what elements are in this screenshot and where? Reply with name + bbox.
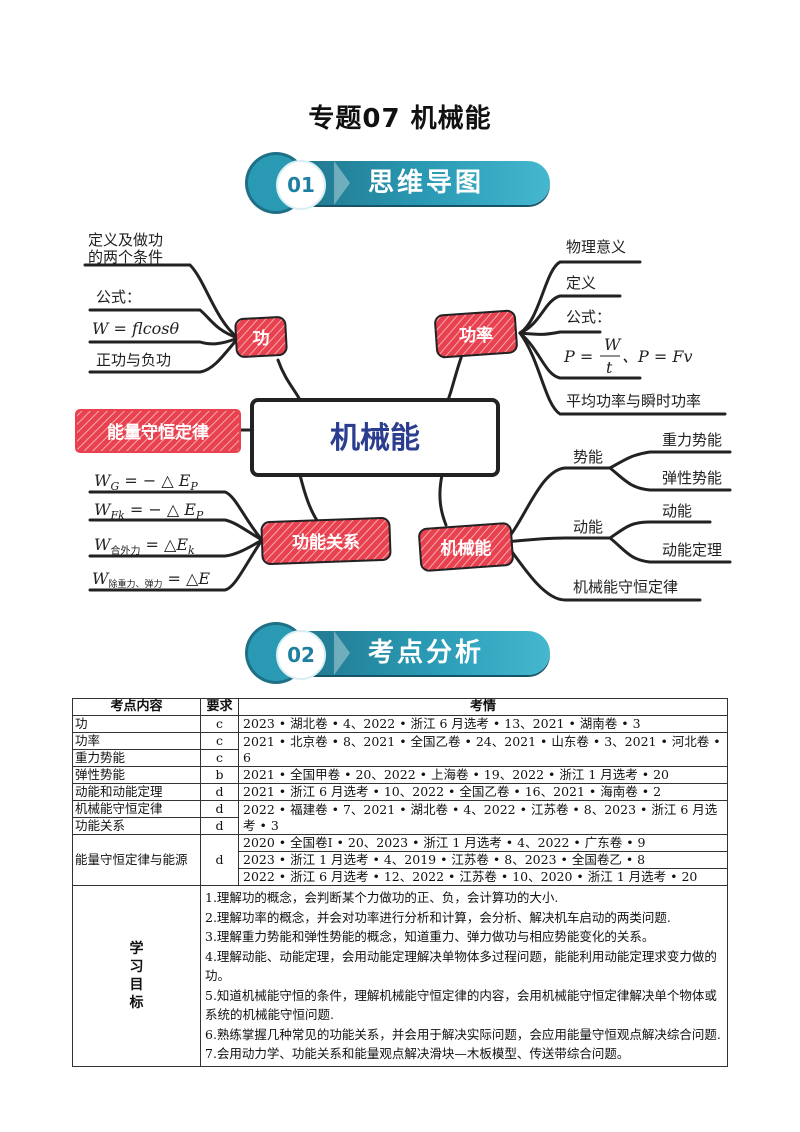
section-banner-mindmap: 01 思维导图 bbox=[248, 155, 552, 211]
goal-item: 6.熟练掌握几种常见的功能关系，并会用于解决实际问题，会应用能量守恒观点解决综合… bbox=[205, 1026, 721, 1042]
section-label: 思维导图 bbox=[368, 168, 485, 198]
leaf-gong-def1: 定义及做功 bbox=[88, 231, 163, 249]
goal-item: 7.会用动力学、功能关系和能量观点解决滑块—木板模型、传送带综合问题。 bbox=[205, 1046, 630, 1061]
cell-content: 能量守恒定律与能源 bbox=[72, 834, 201, 886]
leaf-gongneng-formula-1: WG = − △ EP bbox=[94, 471, 198, 493]
leaf-gongneng-formula-3: W合外力 = △Ek bbox=[94, 535, 195, 557]
goals-header: 学习目标 bbox=[129, 940, 144, 1011]
cell-info: 2020 • 全国卷Ⅰ • 20、2023 • 浙江 1 月选考 • 4、202… bbox=[238, 834, 728, 852]
page-title: 专题07 机械能 bbox=[308, 104, 492, 134]
exam-analysis-table: 考点内容 要求 考情 功 c 2023 • 湖北卷 • 4、2022 • 浙江 … bbox=[72, 698, 728, 1067]
node-gongneng-label: 功能关系 bbox=[292, 532, 360, 553]
section-number: 01 bbox=[276, 160, 326, 210]
goal-item: 3.理解重力势能和弹性势能的概念，知道重力、弹力做功与相应势能变化的关系。 bbox=[205, 929, 655, 944]
svg-text:W合外力 = △Ek: W合外力 = △Ek bbox=[94, 535, 195, 557]
table-row: 2022 • 浙江 6 月选考 • 12、2022 • 江苏卷 • 10、202… bbox=[73, 868, 728, 886]
leaf-gong-formula-label: 公式： bbox=[96, 288, 141, 306]
leaf-gonglv-formula-den: t bbox=[606, 358, 613, 377]
leaf-tanxing-shineng: 弹性势能 bbox=[662, 469, 722, 487]
leaf-gong-def2: 的两个条件 bbox=[88, 248, 163, 266]
goals-cell: 1.理解功的概念，会判断某个力做功的正、负，会计算功的大小. 2.理解功率的概念… bbox=[200, 885, 728, 1067]
cell-info: 2023 • 湖北卷 • 4、2022 • 浙江 6 月选考 • 13、2021… bbox=[238, 715, 728, 733]
table-row: 功能关系 d bbox=[72, 817, 728, 835]
section-banner-analysis: 02 考点分析 bbox=[248, 625, 552, 681]
node-nengliang-label: 能量守恒定律 bbox=[107, 422, 209, 443]
cell-req: c bbox=[200, 732, 239, 750]
leaf-zhongli-shineng: 重力势能 bbox=[662, 431, 722, 449]
cell-req: d bbox=[200, 783, 239, 801]
leaf-shouheng: 机械能守恒定律 bbox=[573, 578, 678, 596]
svg-text:WG = − △ EP: WG = − △ EP bbox=[94, 471, 198, 493]
leaf-gonglv-def: 定义 bbox=[566, 274, 596, 292]
leaf-dongneng-item: 动能 bbox=[662, 502, 692, 520]
leaf-gong-formula: W = flcosθ bbox=[92, 319, 180, 338]
cell-info: 2022 • 福建卷 • 7、2021 • 湖北卷 • 4、2022 • 江苏卷… bbox=[238, 800, 728, 835]
header-content: 考点内容 bbox=[72, 698, 201, 716]
table-header-row: 考点内容 要求 考情 bbox=[72, 698, 728, 716]
leaf-gonglv-avg: 平均功率与瞬时功率 bbox=[566, 392, 701, 410]
cell-info: 2023 • 浙江 1 月选考 • 4、2019 • 江苏卷 • 8、2023 … bbox=[238, 851, 728, 869]
leaf-dongneng: 动能 bbox=[573, 518, 603, 536]
cell-req: c bbox=[200, 715, 239, 733]
cell-content: 动能和动能定理 bbox=[72, 783, 201, 801]
goals-header-cell: 学习目标 bbox=[72, 885, 201, 1067]
table-row: 弹性势能 b 2021 • 全国甲卷 • 20、2022 • 上海卷 • 19、… bbox=[72, 766, 728, 784]
node-gonglv bbox=[434, 309, 518, 359]
cell-info: 2022 • 浙江 6 月选考 • 12、2022 • 江苏卷 • 10、202… bbox=[238, 868, 728, 886]
table-row: 功 c 2023 • 湖北卷 • 4、2022 • 浙江 6 月选考 • 13、… bbox=[72, 715, 728, 733]
header-requirement: 要求 bbox=[200, 698, 239, 716]
cell-content: 机械能守恒定律 bbox=[72, 800, 201, 818]
cell-content: 功率 bbox=[72, 732, 201, 750]
node-gonglv-label: 功率 bbox=[459, 325, 493, 346]
node-gongneng bbox=[260, 517, 392, 565]
goal-item: 5.知道机械能守恒的条件，理解机械能守恒定律的内容，会用机械能守恒定律解决单个物… bbox=[205, 987, 717, 1023]
goal-item: 2.理解功率的概念，并会对功率进行分析和计算，会分析、解决机车启动的两类问题. bbox=[205, 909, 671, 925]
section-number: 02 bbox=[276, 630, 326, 680]
leaf-gongneng-formula-4: W除重力、弹力 = △E bbox=[92, 569, 210, 590]
cell-content: 功 bbox=[72, 715, 201, 733]
leaf-gong-sign: 正功与负功 bbox=[96, 351, 171, 369]
cell-info: 2021 • 北京卷 • 8、2021 • 全国乙卷 • 24、2021 • 山… bbox=[238, 732, 728, 767]
leaf-gongneng-formula-2: WFk = − △ EP bbox=[94, 500, 204, 522]
goal-item: 1.理解功的概念，会判断某个力做功的正、负，会计算功的大小. bbox=[205, 890, 559, 905]
cell-content: 功能关系 bbox=[72, 817, 201, 835]
section-label: 考点分析 bbox=[368, 638, 485, 668]
table-row: 2023 • 浙江 1 月选考 • 4、2019 • 江苏卷 • 8、2023 … bbox=[73, 851, 728, 869]
learning-goals-row: 学习目标 1.理解功的概念，会判断某个力做功的正、负，会计算功的大小. 2.理解… bbox=[72, 885, 728, 1067]
cell-req: d bbox=[200, 817, 239, 835]
cell-req: b bbox=[200, 766, 239, 784]
cell-info: 2021 • 浙江 6 月选考 • 10、2022 • 全国乙卷 • 16、20… bbox=[238, 783, 728, 801]
node-jixieneng-label: 机械能 bbox=[441, 538, 492, 559]
table-row: 功率 c 2021 • 北京卷 • 8、2021 • 全国乙卷 • 24、202… bbox=[72, 732, 728, 767]
cell-req: d bbox=[200, 834, 239, 886]
cell-req: c bbox=[200, 749, 239, 767]
center-node-label: 机械能 bbox=[330, 421, 420, 456]
table-row: 能量守恒定律与能源 d 2020 • 全国卷Ⅰ • 20、2023 • 浙江 1… bbox=[72, 834, 728, 886]
node-jixieneng bbox=[418, 522, 514, 572]
leaf-gonglv-formula-fv: 、P = Fv bbox=[622, 347, 693, 366]
cell-info: 2021 • 全国甲卷 • 20、2022 • 上海卷 • 19、2022 • … bbox=[238, 766, 728, 784]
cell-content: 重力势能 bbox=[72, 749, 201, 767]
table-row: 动能和动能定理 d 2021 • 浙江 6 月选考 • 10、2022 • 全国… bbox=[72, 783, 728, 801]
svg-text:W除重力、弹力 = △E: W除重力、弹力 = △E bbox=[92, 569, 210, 590]
node-gong bbox=[234, 316, 288, 358]
leaf-gonglv-formula-num: W bbox=[604, 335, 622, 354]
leaf-gonglv-meaning: 物理意义 bbox=[566, 238, 626, 256]
leaf-shineng: 势能 bbox=[573, 448, 603, 466]
cell-content: 弹性势能 bbox=[72, 766, 201, 784]
leaf-gonglv-formula-label: 公式： bbox=[566, 308, 611, 326]
center-node bbox=[250, 398, 500, 477]
svg-text:WFk = − △ EP: WFk = − △ EP bbox=[94, 500, 204, 522]
goal-item: 4.理解动能、动能定理，会用动能定理解决单物体多过程问题，能能利用动能定理求变力… bbox=[205, 948, 717, 984]
cell-req: d bbox=[200, 800, 239, 818]
node-gong-label: 功 bbox=[253, 329, 270, 349]
mind-map: 机械能 功 功率 能量守恒定律 功能关系 机械能 定义及做功 的两个条件 公式：… bbox=[75, 231, 732, 602]
header-exam-info: 考情 bbox=[238, 698, 728, 716]
node-nengliang bbox=[75, 409, 241, 453]
table-row: 机械能守恒定律 d 2022 • 福建卷 • 7、2021 • 湖北卷 • 4、… bbox=[72, 800, 728, 835]
leaf-gonglv-formula-p: P = bbox=[563, 347, 593, 366]
leaf-dongneng-dingli: 动能定理 bbox=[662, 541, 722, 559]
